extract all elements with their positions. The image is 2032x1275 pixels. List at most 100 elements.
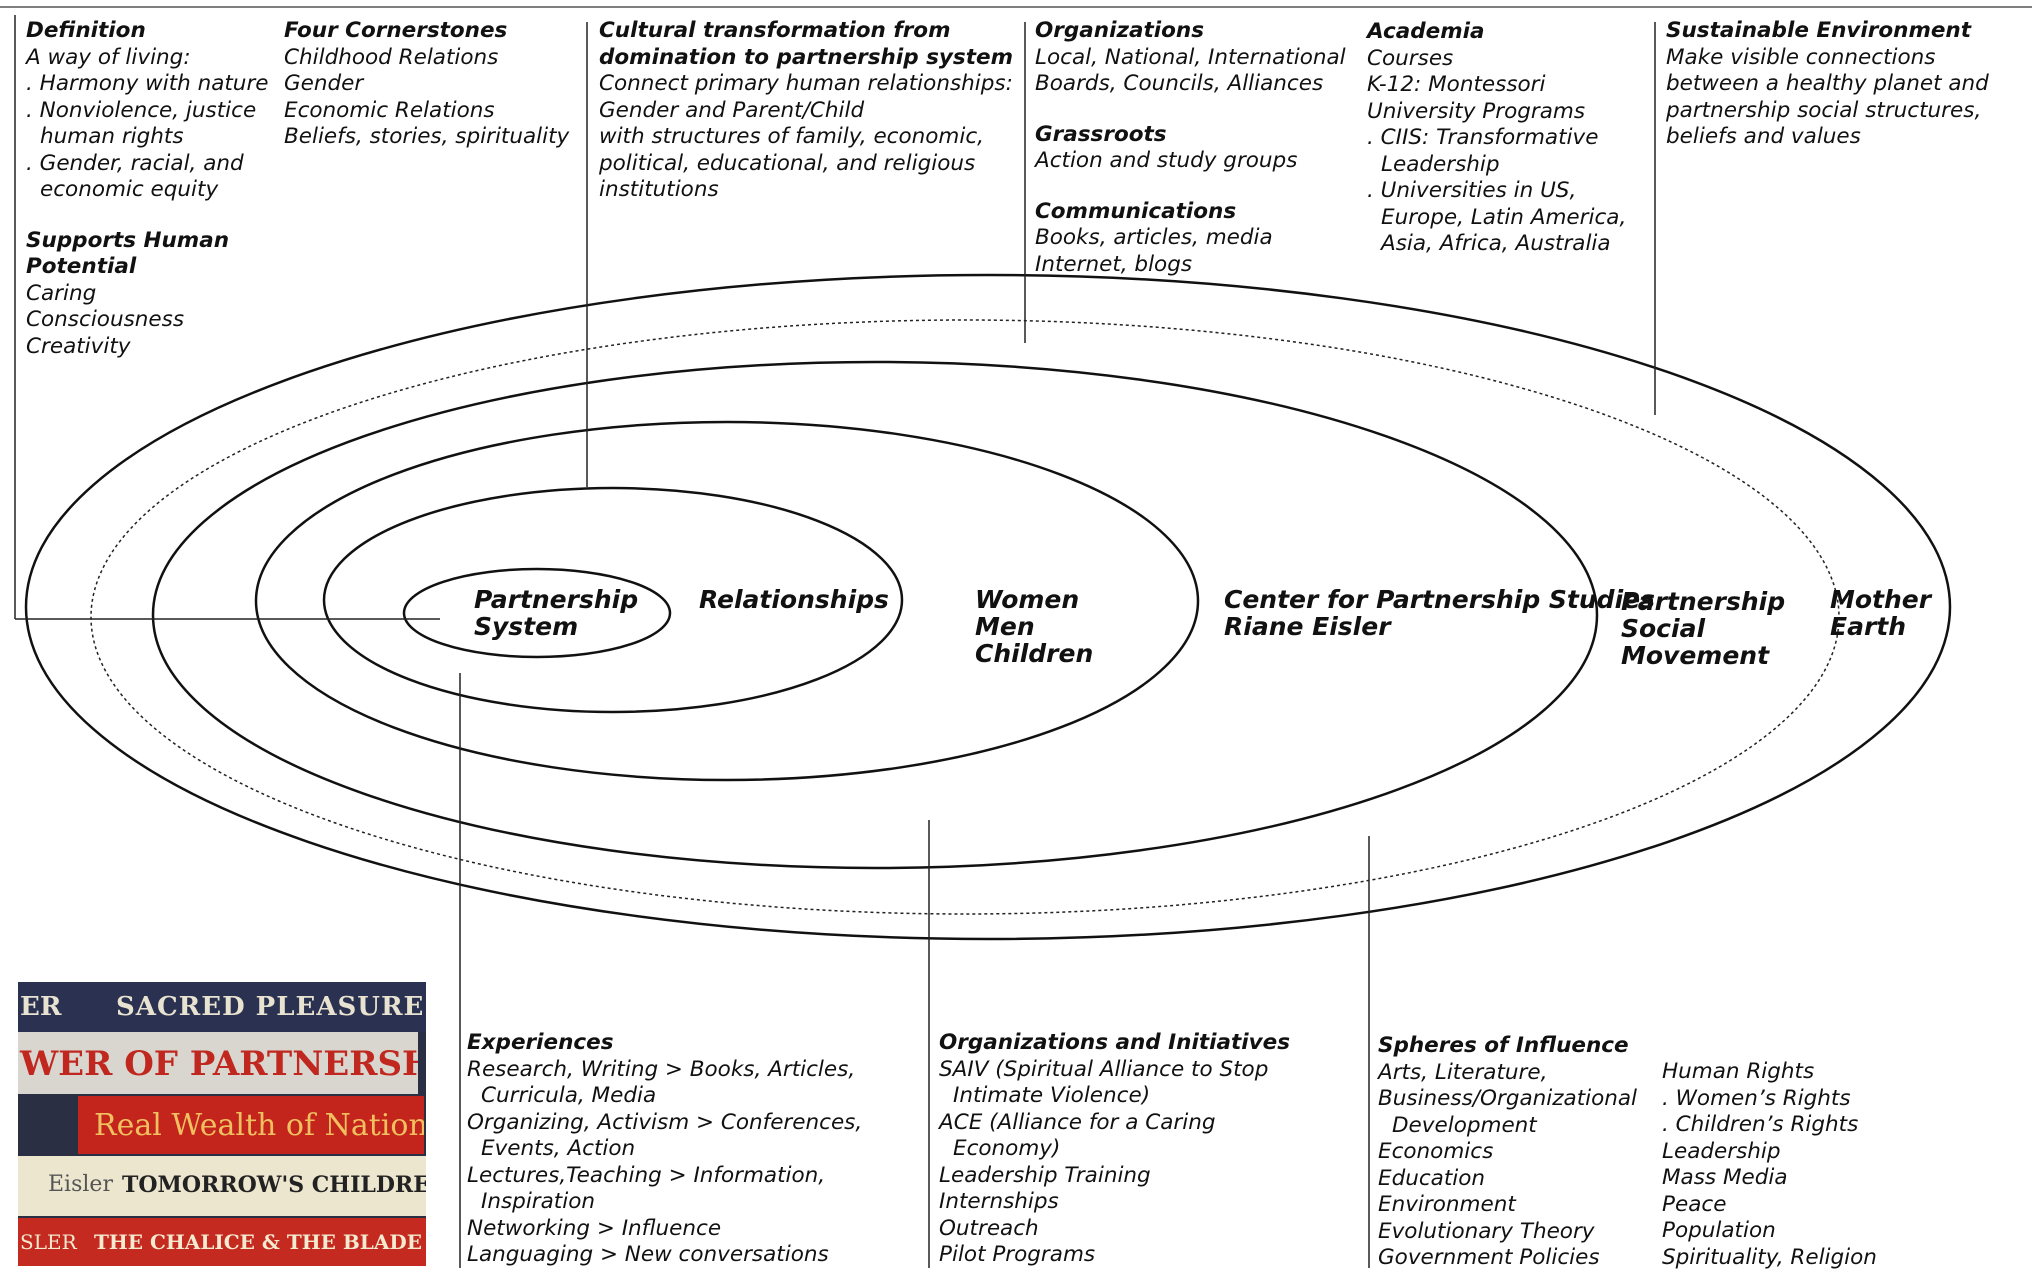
ring-center: [151, 360, 1599, 870]
book-spine: WER OF PARTNERSHIP: [18, 1032, 418, 1094]
definition-line: . Gender, racial, and: [26, 150, 244, 176]
definition-line: . Harmony with nature: [26, 71, 269, 96]
spheres-heading: Spheres of Influence: [1378, 1033, 1629, 1058]
spheres-right-line: Spirituality, Religion: [1662, 1244, 1877, 1270]
label-line: Partnership: [474, 585, 639, 614]
book-title: WER OF PARTNERSHIP: [20, 1044, 418, 1084]
ring-social-movement: [90, 319, 1840, 915]
label-line: Earth: [1830, 612, 1907, 641]
organizations-line: Local, National, International: [1035, 44, 1346, 70]
academia-line: . CIIS: Transformative: [1367, 125, 1599, 150]
organizations-line: Boards, Councils, Alliances: [1035, 71, 1324, 96]
label-line: Riane Eisler: [1224, 612, 1391, 641]
definition-line: economic equity: [40, 177, 219, 202]
label-line: Social: [1621, 614, 1706, 643]
initiatives-line: Internships: [939, 1189, 1059, 1214]
definition-line: . Nonviolence, justice: [26, 97, 257, 123]
spheres-line: Economics: [1378, 1139, 1494, 1164]
definition-block: Definition A way of living: . Harmony wi…: [26, 18, 269, 360]
books-photo: ER SACRED PLEASURE WER OF PARTNERSHIP Re…: [18, 982, 426, 1266]
spheres-line: Environment: [1378, 1192, 1516, 1217]
book-spine: ER SACRED PLEASURE: [18, 982, 426, 1032]
cornerstones-line: Childhood Relations: [284, 44, 499, 70]
book-spine: SLER THE CHALICE & THE BLADE: [18, 1218, 426, 1266]
cultural-line: institutions: [599, 177, 719, 202]
label-line: Women: [975, 585, 1080, 614]
experiences-line: Organizing, Activism > Conferences,: [467, 1109, 863, 1135]
ring-partnership-system: [402, 567, 672, 659]
experiences-line: Inspiration: [481, 1189, 595, 1214]
cultural-heading: Cultural transformation from: [599, 18, 951, 43]
label-women-men-children: Women Men Children: [975, 586, 1093, 667]
cornerstones-line: Beliefs, stories, spirituality: [284, 124, 570, 149]
label-line: Movement: [1621, 641, 1770, 670]
sustainable-block: Sustainable Environment Make visible con…: [1666, 18, 1989, 151]
experiences-line: Networking > Influence: [467, 1215, 722, 1241]
cultural-line: Gender and Parent/Child: [599, 97, 865, 123]
experiences-line: Languaging > New conversations: [467, 1242, 829, 1267]
book-text: SLER: [20, 1230, 77, 1254]
label-line: Men: [975, 612, 1035, 641]
initiatives-line: Economy): [953, 1136, 1061, 1161]
cultural-line: Connect primary human relationships:: [599, 71, 1013, 96]
book-text: Eisler: [48, 1172, 113, 1197]
organizations-heading: Organizations: [1035, 18, 1204, 43]
spheres-right-line: Mass Media: [1662, 1165, 1788, 1190]
book-title: Real Wealth of Nations: [94, 1108, 424, 1143]
label-line: Children: [975, 639, 1094, 668]
label-social-movement: Partnership Social Movement: [1621, 588, 1785, 669]
label-line: Relationships: [699, 585, 889, 614]
spheres-right-line: Peace: [1662, 1191, 1727, 1217]
spheres-line: Evolutionary Theory: [1378, 1218, 1595, 1244]
academia-block: Academia Courses K-12: Montessori Univer…: [1367, 19, 1626, 258]
definition-line: A way of living:: [26, 44, 191, 70]
spheres-right-line: Population: [1662, 1218, 1776, 1243]
experiences-line: Lectures,Teaching > Information,: [467, 1162, 826, 1188]
spheres-line: Education: [1378, 1165, 1486, 1191]
academia-line: . Universities in US,: [1367, 178, 1577, 203]
spheres-block: Spheres of Influence Arts, Literature, B…: [1378, 1033, 1637, 1272]
label-partnership-system: Partnership System: [474, 586, 638, 640]
sustainable-line: Make visible connections: [1666, 44, 1936, 70]
supports-line: Caring: [26, 280, 97, 306]
ring-mother-earth: [24, 273, 1952, 941]
spheres-right-block: Human Rights . Women’s Rights . Children…: [1662, 1059, 1877, 1271]
supports-line: Consciousness: [26, 307, 185, 332]
sustainable-line: between a healthy planet and: [1666, 71, 1989, 96]
book-text: ER: [20, 992, 62, 1022]
experiences-line: Events, Action: [481, 1136, 636, 1161]
organizations-block: Organizations Local, National, Internati…: [1035, 18, 1346, 278]
initiatives-block: Organizations and Initiatives SAIV (Spir…: [939, 1030, 1290, 1269]
academia-line: Europe, Latin America,: [1381, 204, 1627, 230]
label-line: System: [474, 612, 579, 641]
initiatives-line: Outreach: [939, 1215, 1039, 1241]
experiences-line: Research, Writing > Books, Articles,: [467, 1056, 856, 1082]
spheres-right-line: Leadership: [1662, 1138, 1781, 1164]
initiatives-line: Leadership Training: [939, 1162, 1151, 1188]
spheres-line: Business/Organizational: [1378, 1086, 1638, 1111]
definition-heading: Definition: [26, 18, 146, 43]
sustainable-line: beliefs and values: [1666, 124, 1861, 149]
experiences-block: Experiences Research, Writing > Books, A…: [467, 1030, 862, 1269]
initiatives-line: Pilot Programs: [939, 1242, 1096, 1267]
academia-line: Asia, Africa, Australia: [1381, 231, 1611, 256]
ring-relationships: [322, 486, 904, 714]
supports-heading: Potential: [26, 254, 137, 279]
grassroots-line: Action and study groups: [1035, 148, 1298, 173]
cornerstones-line: Economic Relations: [284, 97, 495, 123]
label-center: Center for Partnership Studies Riane Eis…: [1224, 586, 1655, 640]
book-title: TOMORROW'S CHILDRE: [122, 1172, 426, 1198]
label-line: Mother: [1830, 585, 1932, 614]
cultural-heading: domination to partnership system: [599, 44, 1013, 70]
cornerstones-line: Gender: [284, 71, 364, 96]
label-relationships: Relationships: [699, 586, 889, 613]
spheres-right-line: Human Rights: [1662, 1059, 1815, 1084]
initiatives-heading: Organizations and Initiatives: [939, 1030, 1291, 1055]
cultural-line: with structures of family, economic,: [599, 124, 984, 149]
communications-line: Internet, blogs: [1035, 251, 1193, 277]
academia-line: K-12: Montessori: [1367, 72, 1546, 97]
cultural-line: political, educational, and religious: [599, 150, 976, 176]
sustainable-line: partnership social structures,: [1666, 97, 1982, 123]
supports-line: Creativity: [26, 333, 131, 359]
